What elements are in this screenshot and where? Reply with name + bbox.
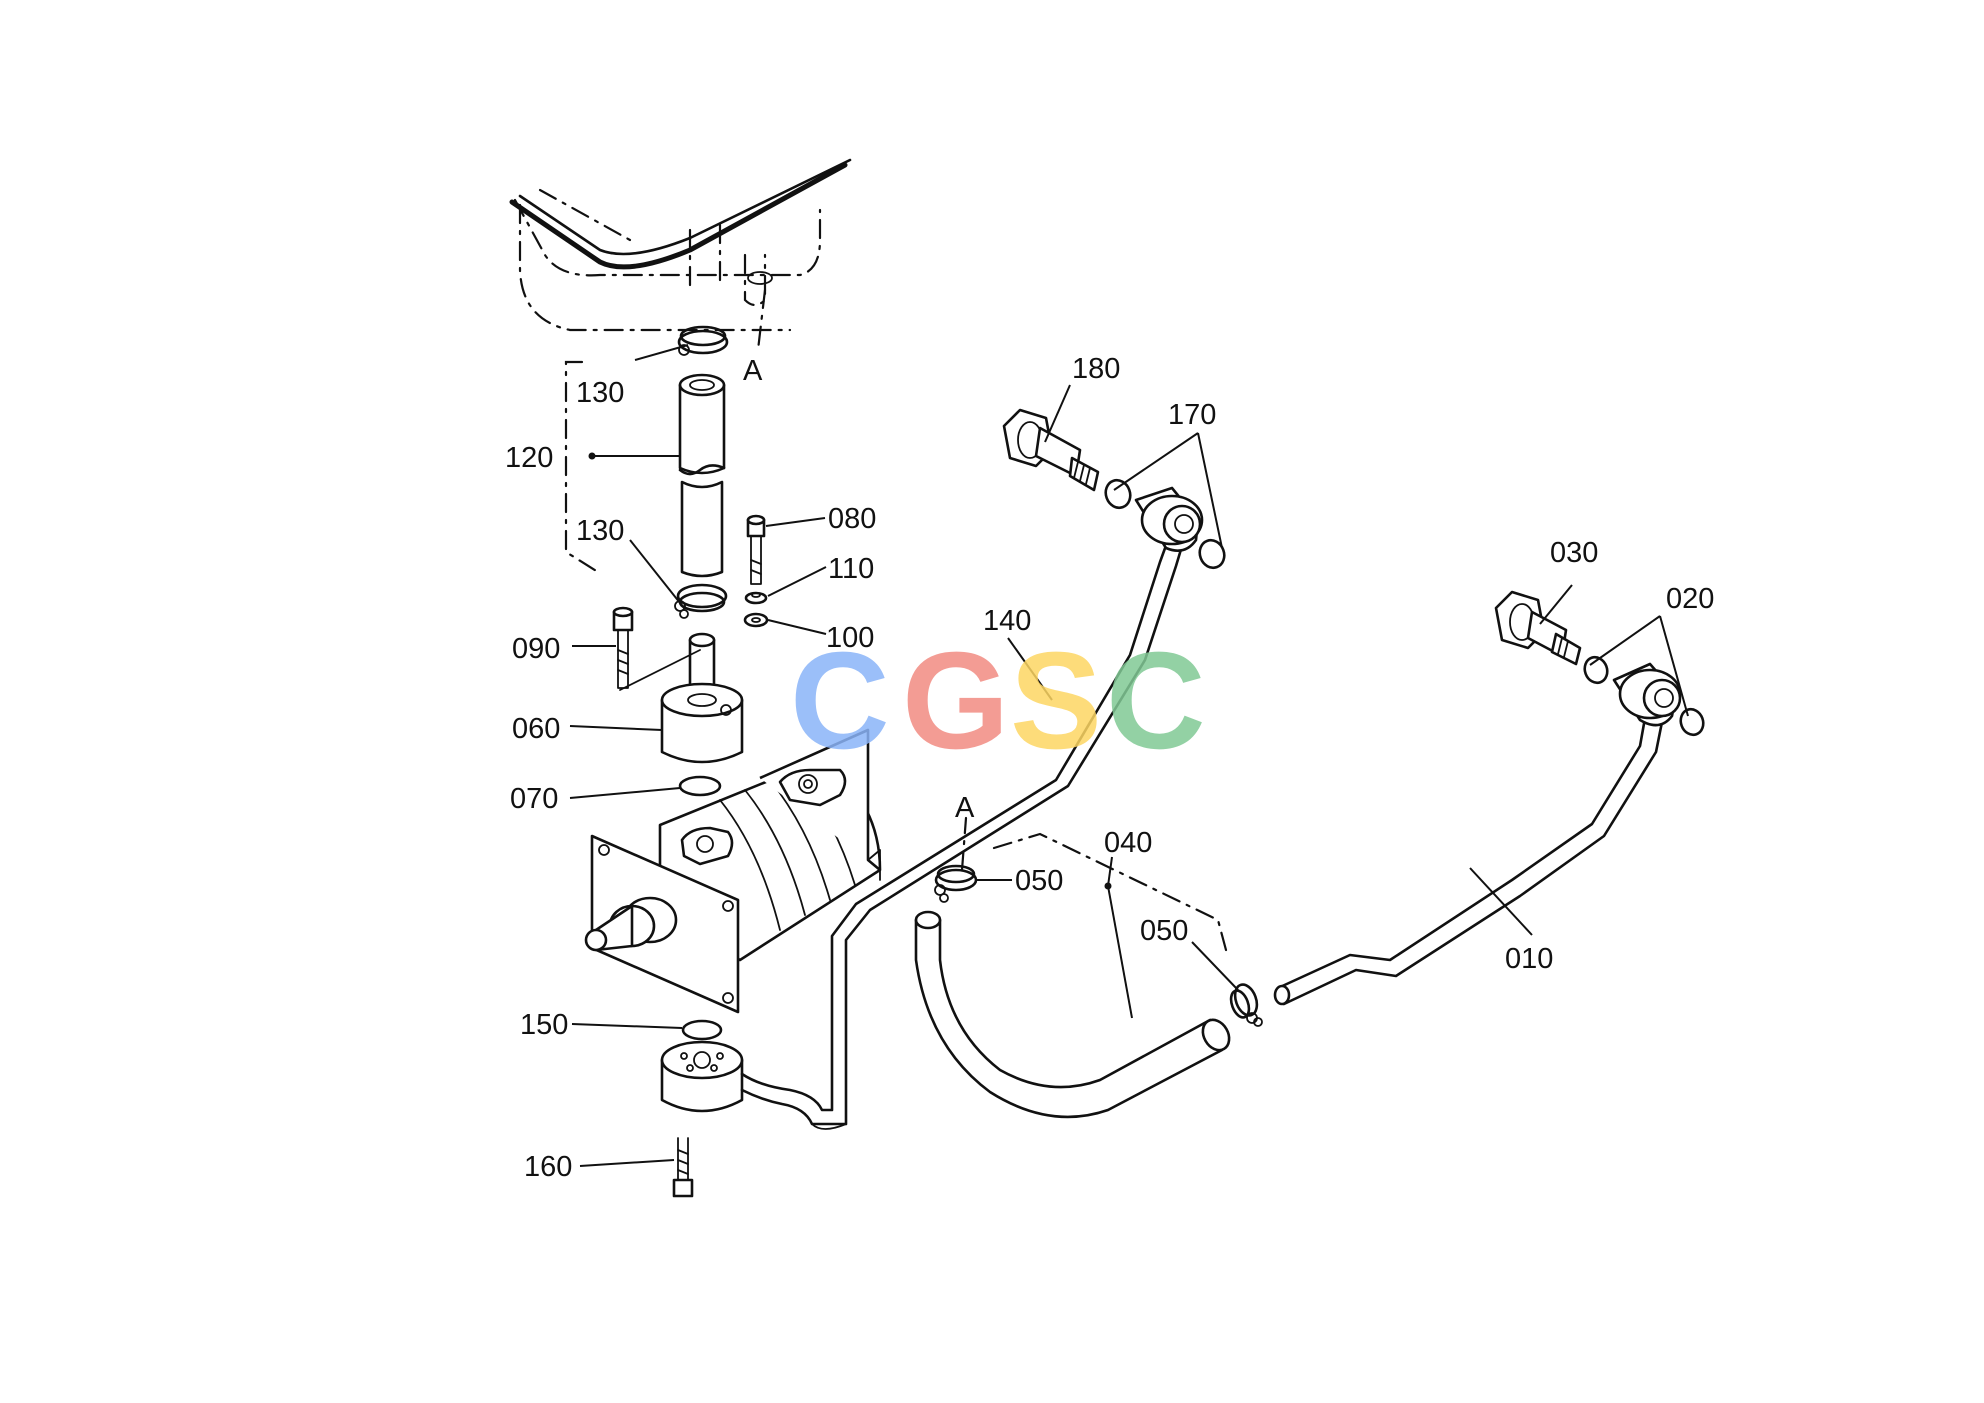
banjo-fitting-010: [1612, 662, 1682, 727]
label-010: 010: [1505, 943, 1553, 975]
label-170: 170: [1168, 399, 1216, 431]
delivery-pipe-140: [740, 538, 1184, 1130]
hose-clamp-050-a: [934, 864, 978, 903]
part-labels: 180 170 130 120 130 080 110 100 140 090 …: [505, 353, 1714, 1183]
label-120: 120: [505, 442, 553, 474]
watermark-letter-4: C: [1106, 624, 1206, 778]
suction-fitting: [619, 632, 744, 764]
label-090: 090: [512, 633, 560, 665]
watermark-letter-3: S: [1010, 624, 1102, 778]
return-pipe-010: [1273, 716, 1664, 1006]
group-bracket-040: [992, 832, 1228, 952]
reference-a-bottom-leader: [960, 816, 968, 872]
suction-hose-assembly: [564, 325, 729, 619]
banjo-fitting-140: [1134, 486, 1204, 552]
label-060: 060: [512, 713, 560, 745]
label-050-a: 050: [1015, 865, 1063, 897]
washer-100: [743, 612, 769, 628]
hose-clamp-050-b: [1229, 983, 1263, 1027]
delivery-fitting: [660, 1040, 744, 1113]
label-040: 040: [1104, 827, 1152, 859]
o-ring-070: [678, 775, 722, 797]
watermark-logo: C G S C: [790, 624, 1206, 778]
label-130-top: 130: [576, 377, 624, 409]
hydraulic-tank: [509, 158, 852, 332]
leader-lines: [569, 344, 1689, 1167]
bolt-090: [612, 606, 634, 689]
watermark-letter-1: C: [790, 624, 890, 778]
o-ring-150: [681, 1019, 723, 1041]
label-080: 080: [828, 503, 876, 535]
label-100: 100: [826, 622, 874, 654]
label-150: 150: [520, 1009, 568, 1041]
hydraulic-pump: [584, 728, 882, 1014]
label-030: 030: [1550, 537, 1598, 569]
label-050-b: 050: [1140, 915, 1188, 947]
watermark-letter-2: G: [902, 624, 1009, 778]
label-180: 180: [1072, 353, 1120, 385]
bolt-080: [746, 514, 766, 585]
reference-a-bottom-label: A: [955, 792, 975, 824]
reference-a-top-label: A: [743, 355, 763, 387]
bolt-160: [672, 1137, 694, 1198]
label-140: 140: [983, 605, 1031, 637]
washer-170-b: [1198, 538, 1226, 570]
label-160: 160: [524, 1151, 572, 1183]
washer-170-a: [1104, 478, 1132, 510]
return-hose-040: [914, 910, 1231, 1119]
label-110: 110: [828, 553, 874, 585]
washer-020-b: [1679, 707, 1705, 737]
lock-washer-110: [744, 591, 768, 605]
banjo-bolt-030: [1494, 590, 1582, 666]
label-070: 070: [510, 783, 558, 815]
banjo-bolt-180: [1002, 408, 1100, 492]
label-130-bottom: 130: [576, 515, 624, 547]
label-020: 020: [1666, 583, 1714, 615]
washer-020-a: [1583, 655, 1609, 685]
reference-a-top: A: [743, 288, 767, 387]
